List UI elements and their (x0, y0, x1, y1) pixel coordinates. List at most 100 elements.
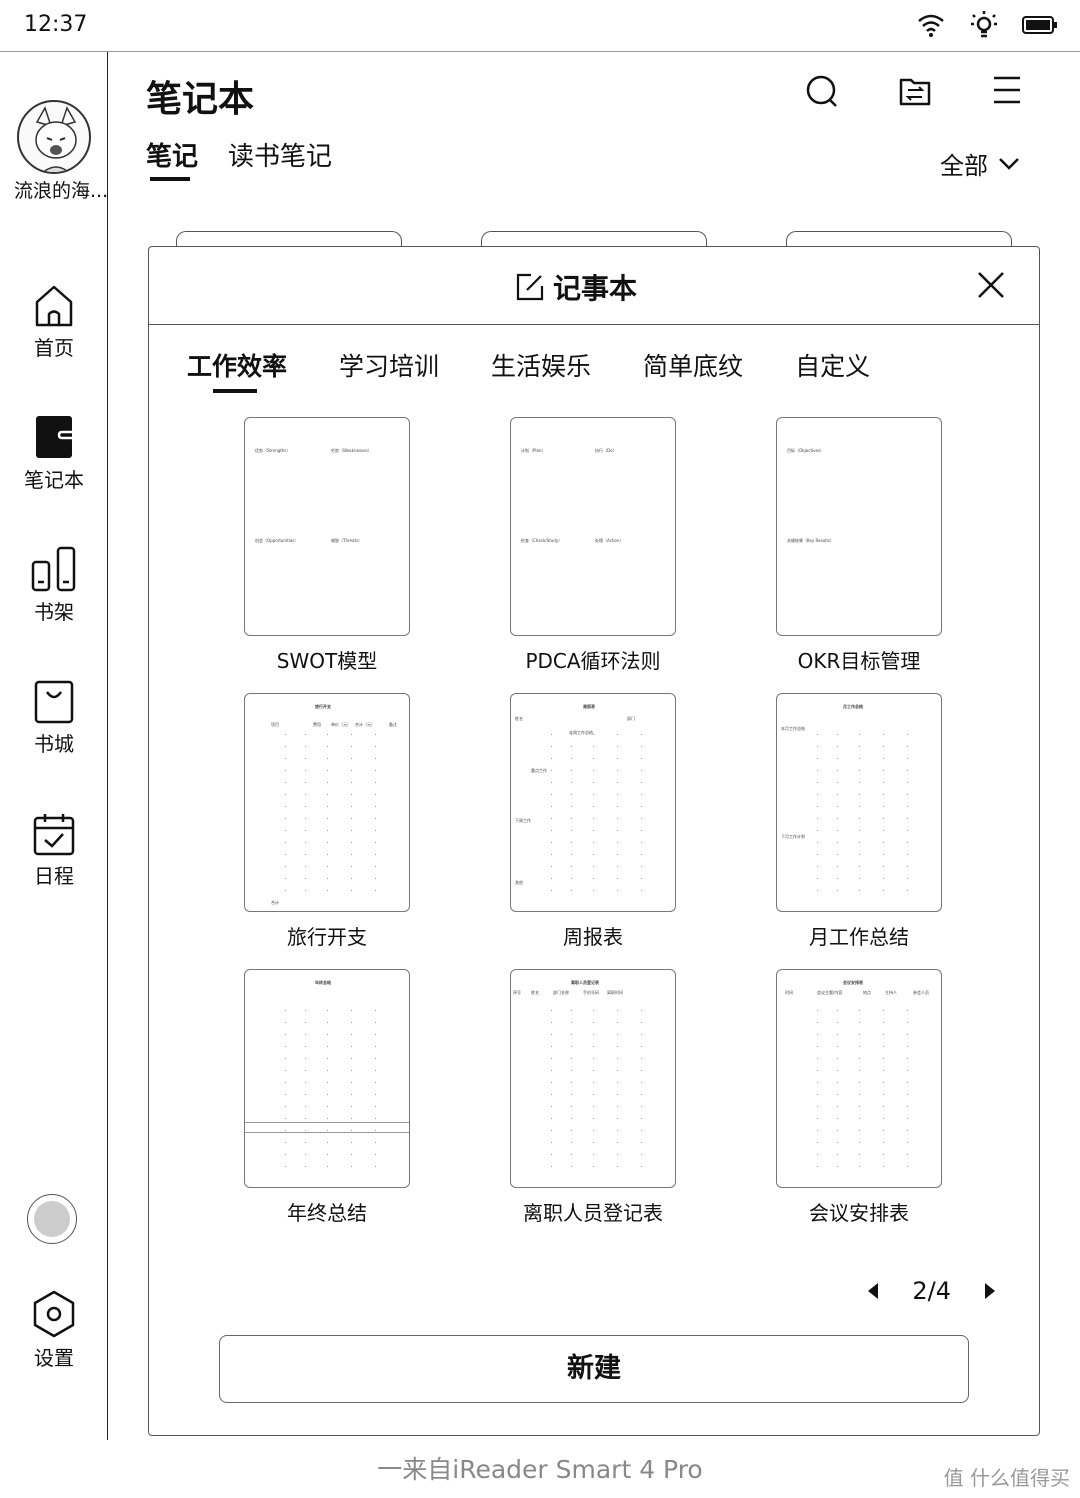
thumb-text: 旅行开支 (315, 704, 331, 709)
page-title: 笔记本 (146, 79, 255, 120)
thumb-text: 检查（Check/Study） (521, 538, 563, 543)
close-icon[interactable] (977, 271, 1005, 299)
thumb-text: 项目 (271, 722, 279, 727)
thumb-text: 离职人员登记表 (571, 980, 599, 985)
dialog-header: 记事本 (149, 247, 1039, 325)
thumb-text: 会议主题/内容 (817, 990, 843, 995)
thumb-text: 手机号码 (583, 990, 599, 995)
avatar[interactable] (17, 100, 91, 174)
search-icon[interactable] (805, 74, 839, 110)
thumb-text: 单价（元） (331, 722, 351, 727)
thumb-text: 周报表 (583, 704, 595, 709)
file-transfer-icon[interactable] (898, 74, 932, 108)
sidebar-item-settings[interactable]: 设置 (0, 1290, 108, 1371)
sidebar-item-store[interactable]: 书城 (0, 678, 108, 757)
dialog-title: 记事本 (515, 267, 637, 307)
template-resignation-register[interactable]: 离职人员登记表 序号 姓名 部门名称 手机号码 离职时间 离职人员登记表 (510, 969, 678, 1226)
edit-icon (516, 273, 544, 301)
template-thumbnail: 周报表 姓名 部门 本周工作总结 重点工作 下周工作 其他 (510, 693, 676, 912)
template-weekly-report[interactable]: 周报表 姓名 部门 本周工作总结 重点工作 下周工作 其他 周报表 (510, 693, 678, 950)
template-thumbnail: 会议安排表 时间 会议主题/内容 地点 主持人 参会人员 (776, 969, 942, 1188)
thumb-text: 离职时间 (607, 990, 623, 995)
template-swot[interactable]: 优势（Strengths） 劣势（Weaknesses） 机会（Opportun… (244, 417, 412, 674)
thumb-text: 劣势（Weaknesses） (331, 448, 372, 453)
tab-life-entertainment[interactable]: 生活娱乐 (491, 352, 592, 381)
thumb-text: 备注 (389, 722, 397, 727)
sidebar-item-label: 笔记本 (24, 468, 84, 492)
filter-dropdown[interactable]: 全部 (940, 146, 1020, 181)
thumb-text: 计划（Plan） (521, 448, 546, 453)
template-name: 月工作总结 (809, 925, 909, 949)
template-thumbnail: 月工作总结 本月工作总结 下月工作计划 (776, 693, 942, 912)
home-icon (35, 285, 73, 327)
chevron-down-icon (999, 157, 1019, 170)
thumb-text: 年终总结 (315, 980, 331, 985)
notebook-icon (36, 416, 72, 458)
thumb-text: 目标（Objectives） (787, 448, 825, 453)
thumb-text: 威胁（Threats） (331, 538, 363, 543)
next-page-icon[interactable] (985, 1283, 995, 1299)
pagination: 2/4 (868, 1277, 995, 1305)
template-thumbnail: 优势（Strengths） 劣势（Weaknesses） 机会（Opportun… (244, 417, 410, 636)
template-okr[interactable]: 目标（Objectives） 关键结果（Key Results） OKR目标管理 (776, 417, 944, 674)
tab-simple-pattern[interactable]: 简单底纹 (643, 352, 744, 381)
prev-page-icon[interactable] (868, 1283, 879, 1299)
sidebar-item-notebook[interactable]: 笔记本 (0, 414, 108, 493)
tab-study-training[interactable]: 学习培训 (339, 352, 440, 381)
thumb-text: 机会（Opportunities） (255, 538, 299, 543)
thumb-text: 合计 (271, 900, 279, 905)
new-button[interactable]: 新建 (219, 1335, 969, 1403)
wifi-icon (918, 14, 944, 37)
bookshelf-icon (31, 546, 76, 592)
sidebar-item-calendar[interactable]: 日程 (0, 812, 108, 889)
store-icon (34, 680, 74, 724)
tab-reading-notes[interactable]: 读书笔记 (228, 142, 333, 172)
template-pdca[interactable]: 计划（Plan） 执行（Do） 检查（Check/Study） 处理（Actio… (510, 417, 678, 674)
template-thumbnail: 计划（Plan） 执行（Do） 检查（Check/Study） 处理（Actio… (510, 417, 676, 636)
sidebar-item-label: 设置 (34, 1346, 74, 1370)
watermark: 值 什么值得买 (944, 1462, 1070, 1491)
template-thumbnail: 年终总结 (244, 969, 410, 1188)
thumb-text: 本月工作总结 (781, 726, 805, 731)
thumb-text: 下周工作 (515, 818, 531, 823)
watermark-text: 值 什么值得买 (943, 1466, 1070, 1490)
battery-icon (1022, 16, 1057, 34)
thumb-text: 姓名 (515, 716, 523, 721)
sidebar-item-label: 日程 (34, 864, 74, 888)
thumb-text: 地点 (863, 990, 871, 995)
floating-button[interactable] (27, 1194, 77, 1244)
sidebar-item-home[interactable]: 首页 (0, 284, 108, 361)
template-meeting-schedule[interactable]: 会议安排表 时间 会议主题/内容 地点 主持人 参会人员 会议安排表 (776, 969, 944, 1226)
thumb-text: 主持人 (885, 990, 897, 995)
template-name: 会议安排表 (809, 1201, 909, 1225)
thumb-text: 会议安排表 (843, 980, 863, 985)
username[interactable]: 流浪的海... (14, 180, 108, 202)
template-thumbnail: 目标（Objectives） 关键结果（Key Results） (776, 417, 942, 636)
tab-work-efficiency[interactable]: 工作效率 (187, 347, 287, 393)
thumb-text: 下月工作计划 (781, 834, 805, 839)
tab-notes[interactable]: 笔记 (146, 136, 198, 181)
thumb-text: 本周工作总结 (569, 730, 593, 735)
thumb-text: 月工作总结 (843, 704, 863, 709)
thumb-text: 其他 (515, 880, 523, 885)
thumb-text: 费用 (313, 722, 321, 727)
template-year-end-summary[interactable]: 年终总结 年终总结 (244, 969, 412, 1226)
thumb-text: 合计（元） (355, 722, 375, 727)
clock: 12:37 (24, 12, 88, 37)
thumb-text: 处理（Action） (595, 538, 624, 543)
sidebar-item-label: 首页 (34, 336, 74, 360)
thumb-text: 时间 (785, 990, 793, 995)
thumb-text: 执行（Do） (595, 448, 617, 453)
template-thumbnail: 离职人员登记表 序号 姓名 部门名称 手机号码 离职时间 (510, 969, 676, 1188)
menu-icon[interactable] (992, 74, 1022, 106)
filter-label: 全部 (940, 152, 988, 180)
sidebar-item-bookshelf[interactable]: 书架 (0, 546, 108, 625)
template-name: 周报表 (563, 925, 623, 949)
template-monthly-summary[interactable]: 月工作总结 本月工作总结 下月工作计划 月工作总结 (776, 693, 944, 950)
header-tabs: 笔记 读书笔记 (146, 136, 333, 181)
thumb-text: 部门 (627, 716, 635, 721)
tab-custom[interactable]: 自定义 (795, 352, 871, 381)
template-name: SWOT模型 (276, 649, 378, 673)
template-name: OKR目标管理 (797, 649, 921, 673)
template-travel-expense[interactable]: 旅行开支 项目 费用 单价（元） 合计（元） 备注 合计 旅行开支 (244, 693, 412, 950)
